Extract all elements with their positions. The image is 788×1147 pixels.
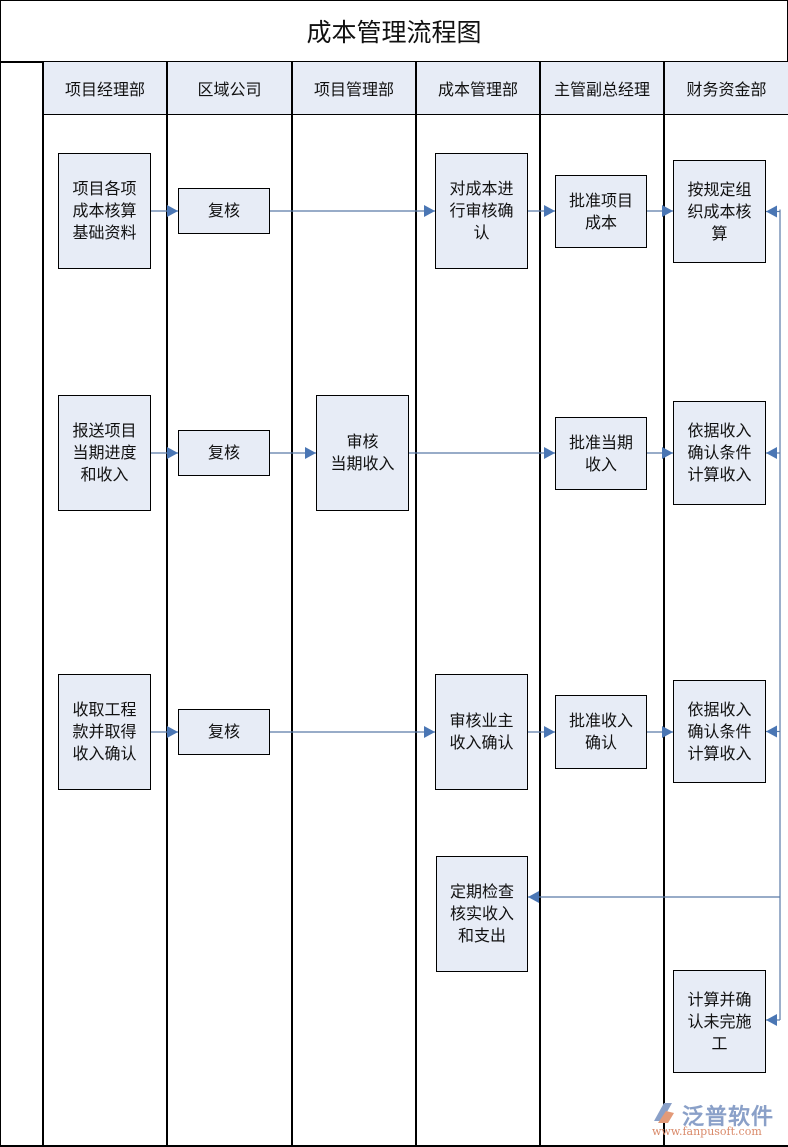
arrowhead-left-icon [766,447,777,459]
lane-header-3: 项目管理部 [293,62,415,115]
arrowhead-right-icon [544,726,555,738]
arrowhead-right-icon [167,447,178,459]
process-box-b17: 计算并确 认未完施 工 [673,970,766,1073]
logo-icon [654,1103,674,1123]
process-box-b6: 报送项目 当期进度 和收入 [58,395,151,511]
lane-header-4: 成本管理部 [417,62,539,115]
process-box-b8: 审核 当期收入 [316,395,409,511]
lane-divider [166,62,168,1147]
lane-divider [539,62,541,1147]
arrowhead-right-icon [662,205,673,217]
arrowhead-right-icon [424,726,435,738]
process-box-b3: 对成本进 行审核确 认 [435,153,528,269]
process-box-b9: 批准当期 收入 [555,417,647,490]
arrowhead-left-icon [766,725,777,738]
process-box-b7: 复核 [178,430,270,476]
arrowhead-right-icon [167,205,178,217]
lane-divider [663,62,665,1147]
arrowhead-left-icon [528,891,539,903]
process-box-b14: 批准收入 确认 [555,695,647,769]
lane-header-1: 项目经理部 [44,62,166,115]
process-box-b5: 按规定组 织成本核 算 [673,160,766,263]
process-box-b15: 依据收入 确认条件 计算收入 [673,680,766,783]
arrowhead-right-icon [167,726,178,738]
arrowhead-left-icon [766,205,777,218]
arrowhead-right-icon [544,447,555,459]
bottom-border [0,1145,788,1147]
process-box-b2: 复核 [178,188,270,234]
lane-header-5: 主管副总经理 [541,62,663,115]
lane-divider [291,62,293,1147]
lane-header-6: 财务资金部 [665,62,788,115]
arrowhead-right-icon [305,447,316,459]
lane-divider [42,62,44,1147]
lane-header-2: 区域公司 [168,62,291,115]
page-title: 成本管理流程图 [0,0,788,63]
logo-url: www.fanpusoft.com [652,1125,762,1138]
process-box-b10: 依据收入 确认条件 计算收入 [673,401,766,505]
process-box-b1: 项目各项 成本核算 基础资料 [58,153,151,269]
process-box-b4: 批准项目 成本 [555,175,647,248]
process-box-b13: 审核业主 收入确认 [435,674,528,790]
arrowhead-right-icon [662,726,673,738]
left-border [0,62,1,1147]
arrowhead-left-icon [766,1014,777,1026]
logo-name: 泛普软件 [682,1105,775,1130]
process-box-b12: 复核 [178,709,270,755]
arrowhead-right-icon [424,205,435,217]
process-box-b16: 定期检查 核实收入 和支出 [436,856,528,972]
arrowhead-right-icon [544,205,555,217]
logo: 泛普软件 www.fanpusoft.com [648,1099,778,1139]
process-box-b11: 收取工程 款并取得 收入确认 [58,674,151,790]
lane-divider [415,62,417,1147]
arrowhead-right-icon [662,447,673,459]
